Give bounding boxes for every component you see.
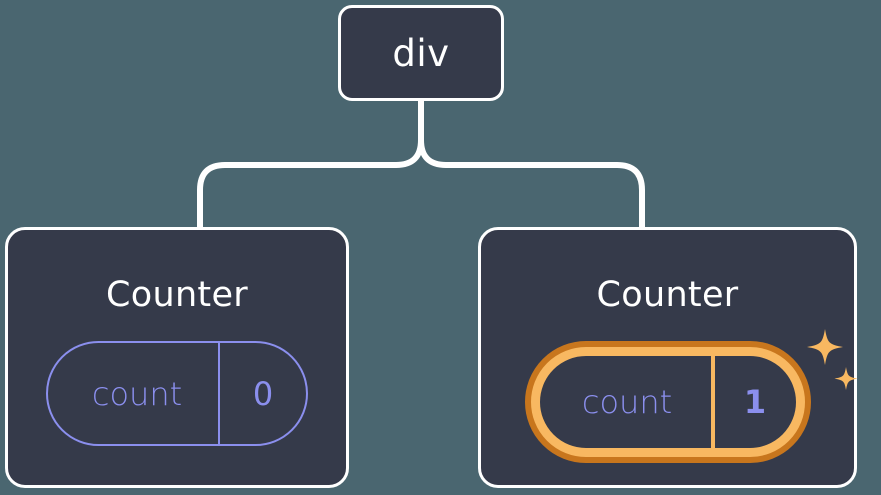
connector-right-branch: [418, 137, 645, 230]
state-pill-left[interactable]: count 0: [46, 341, 308, 446]
node-counter-right-label: Counter: [596, 275, 739, 315]
node-counter-right[interactable]: Counter count 1: [478, 227, 857, 488]
state-pill-right-ring: count 1: [524, 341, 811, 463]
node-div-label: div: [392, 31, 450, 75]
sparkle-small-icon: [834, 367, 857, 390]
state-key-left: count: [48, 343, 220, 444]
node-counter-left[interactable]: Counter count 0: [5, 227, 349, 488]
sparkle-large-icon: [806, 329, 843, 365]
connector-left-branch: [197, 137, 424, 230]
state-key-right: count: [540, 356, 715, 448]
node-counter-left-label: Counter: [106, 275, 248, 315]
state-value-left: 0: [252, 374, 274, 413]
state-pill-right[interactable]: count 1: [530, 347, 805, 457]
state-pill-right-wrap: count 1: [524, 329, 857, 463]
state-pill-left-wrap: count 0: [46, 341, 308, 446]
state-value-right: 1: [743, 383, 767, 421]
node-div[interactable]: div: [338, 5, 504, 101]
